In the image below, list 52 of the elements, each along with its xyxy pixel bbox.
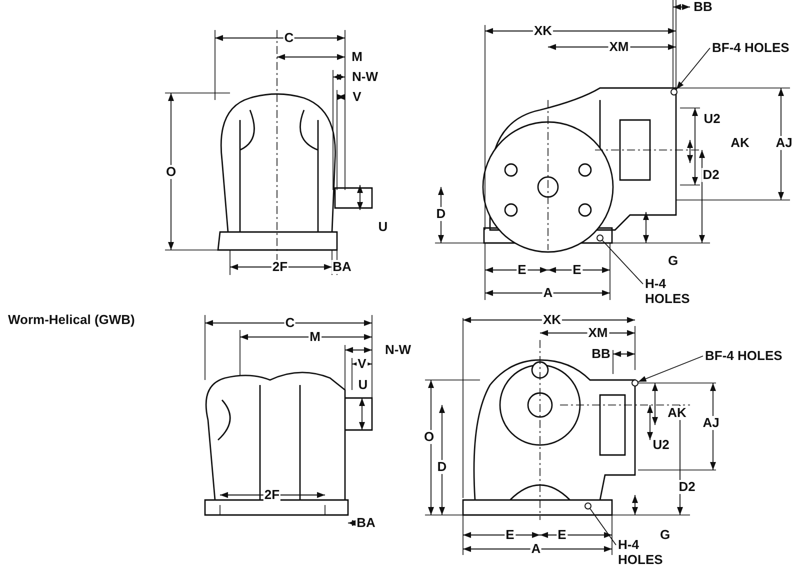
dimension-label: G: [666, 254, 680, 268]
dimension-label: D2: [702, 168, 720, 182]
dimension-label: U: [377, 220, 389, 234]
dimension-label: XM: [587, 326, 609, 340]
dimension-label: BA: [356, 516, 376, 530]
dimension-label: U: [357, 378, 369, 392]
dimension-label: O: [164, 165, 178, 179]
leader-line: [638, 356, 704, 382]
mounting-hole: [632, 380, 638, 386]
dimension-label: BA: [332, 260, 352, 274]
dimension-label: N-W: [351, 70, 379, 84]
dimension-label: V: [352, 90, 362, 104]
dimension-label: M: [350, 50, 364, 64]
dimension-label: 2F: [271, 260, 289, 274]
dimension-label: E: [556, 528, 568, 542]
mounting-hole: [584, 502, 592, 510]
section-heading: Worm-Helical (GWB): [8, 313, 135, 327]
leader-line: [676, 48, 710, 90]
dimension-label: C: [283, 31, 295, 45]
leader-line: [590, 508, 616, 546]
dimension-label: U2: [702, 112, 722, 126]
dimension-label: U2: [652, 438, 670, 452]
dimension-label: D: [435, 207, 447, 221]
dimension-label: D: [436, 460, 448, 474]
callout-label: H-4 HOLES: [645, 276, 690, 306]
dimension-label: C: [284, 316, 296, 330]
dimension-label: AK: [730, 136, 750, 150]
dimension-label: D2: [678, 480, 696, 494]
leader-line: [602, 240, 644, 284]
dimension-label: M: [308, 330, 322, 344]
dimension-label: XM: [608, 40, 630, 54]
dimension-label: XK: [542, 313, 562, 327]
mounting-hole: [596, 234, 604, 242]
dimension-label: A: [542, 286, 554, 300]
dimension-label: XK: [532, 24, 554, 38]
dimension-label: 2F: [263, 488, 281, 502]
callout-label: BF-4 HOLES: [705, 348, 782, 363]
dimension-label: A: [530, 542, 542, 556]
dimension-label: O: [422, 430, 436, 444]
dimension-label: V: [356, 357, 368, 371]
callout-label: BF-4 HOLES: [712, 40, 790, 55]
dimension-label: AK: [666, 406, 688, 420]
mounting-hole: [670, 88, 678, 96]
dimension-label: AJ: [702, 416, 720, 430]
dimension-label: E: [516, 263, 528, 277]
dimension-label: E: [504, 528, 516, 542]
dimension-label: E: [572, 263, 582, 277]
dimension-label: N-W: [384, 343, 412, 357]
dimension-label: G: [658, 528, 672, 542]
dimension-label: BB: [590, 347, 612, 361]
dimension-label: BB: [692, 0, 714, 14]
dimension-label: AJ: [774, 136, 794, 150]
